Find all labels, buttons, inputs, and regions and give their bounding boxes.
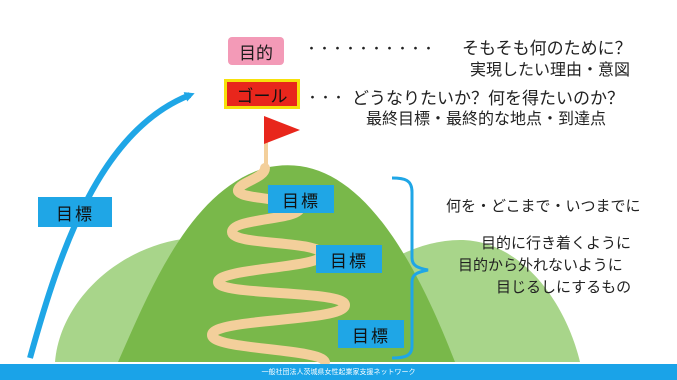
- purpose-dots: ・・・・・・・・・・: [305, 42, 436, 57]
- goal-text: どうなりたいか？何を得たいのか？: [352, 89, 624, 109]
- annotation-line-1: 何を・どこまで・いつまでに: [446, 197, 641, 215]
- path-target-middle: 目標: [316, 245, 382, 273]
- annotation-line-2: 目的に行き着くように: [481, 234, 632, 252]
- flag: [264, 116, 300, 144]
- path-target-top: 目標: [268, 185, 334, 213]
- bracket: [391, 176, 429, 360]
- goal-dots: ・・・: [306, 91, 346, 106]
- annotation-line-3: 目的から外れないように: [458, 256, 623, 274]
- side-target-label: 目標: [38, 197, 112, 227]
- annotation-line-4: 目じるしにするもの: [496, 278, 632, 296]
- purpose-subtext: 実現したい理由・意図: [470, 60, 631, 79]
- footer-bar: 一般社団法人茨城県女性起業家支援ネットワーク: [0, 364, 677, 380]
- purpose-badge: 目的: [228, 37, 284, 65]
- goal-badge: ゴール: [224, 79, 300, 109]
- path-target-bottom: 目標: [338, 320, 404, 348]
- purpose-text: そもそも何のために？: [462, 39, 632, 59]
- goal-subtext: 最終目標・最終的な地点・到達点: [366, 109, 607, 128]
